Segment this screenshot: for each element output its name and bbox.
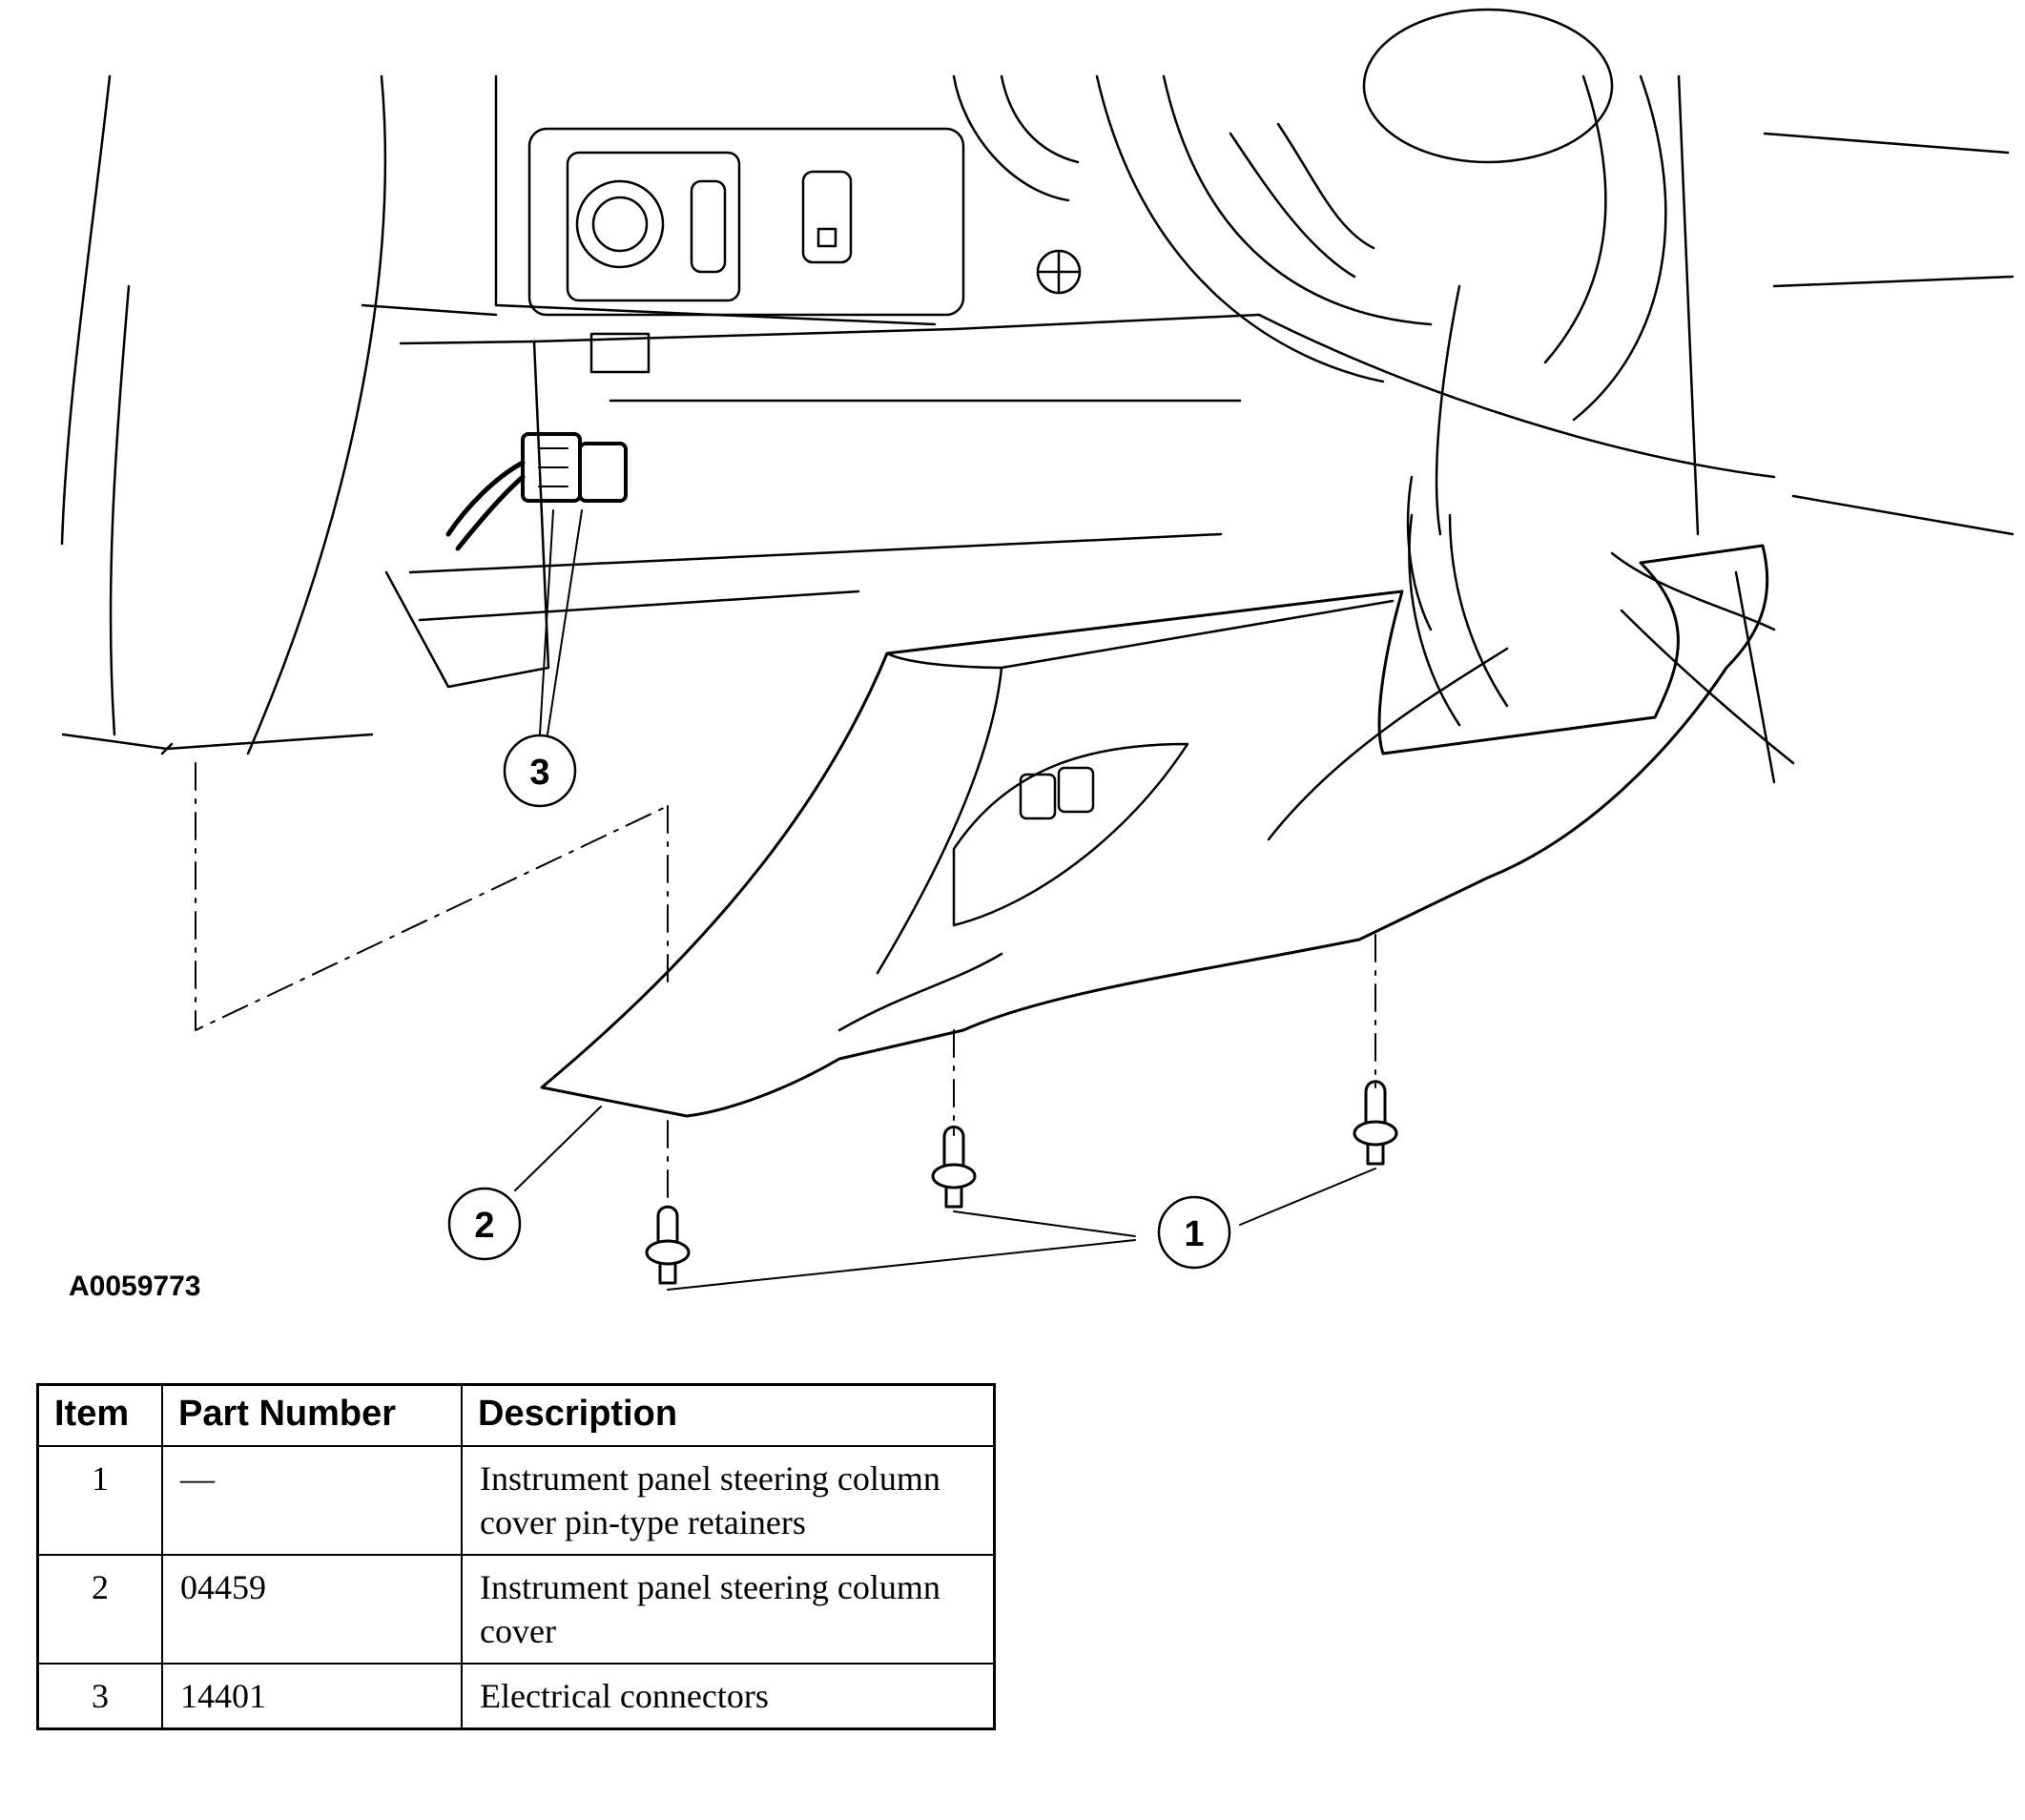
table-header-row: Item Part Number Description: [36, 1383, 996, 1447]
door-panel-outline: [60, 74, 387, 755]
electrical-connectors: [445, 432, 628, 551]
pin-retainer: [931, 1126, 977, 1209]
callout-1: 1: [1157, 1195, 1231, 1270]
header-description: Description: [461, 1383, 996, 1447]
row-description: Instrument panel steering column cover: [461, 1554, 996, 1665]
dashboard-outline: [361, 74, 2015, 689]
callout-3-label: 3: [529, 753, 549, 793]
figure-id: A0059773: [69, 1271, 201, 1302]
pin-retainer: [1353, 1080, 1398, 1166]
header-part-number: Part Number: [161, 1383, 463, 1447]
headlamp-switch-module: [527, 127, 965, 374]
table-row: 2 04459 Instrument panel steering column…: [36, 1554, 996, 1665]
header-item: Item: [36, 1383, 163, 1447]
row-item: 1: [36, 1445, 163, 1556]
callout-3: 3: [503, 734, 577, 808]
lower-column-support: [1408, 513, 1795, 784]
parts-table: Item Part Number Description 1 — Instrum…: [36, 1383, 996, 1730]
alignment-lines: [195, 762, 1376, 1203]
row-description: Instrument panel steering column cover p…: [461, 1445, 996, 1556]
row-part-number: 14401: [161, 1663, 463, 1730]
row-part-number: 04459: [161, 1554, 463, 1665]
steering-column-cover: [540, 544, 1769, 1118]
callout-1-label: 1: [1184, 1214, 1204, 1254]
row-item: 3: [36, 1663, 163, 1730]
table-row: 3 14401 Electrical connectors: [36, 1663, 996, 1730]
row-part-number: —: [161, 1445, 463, 1556]
callout-2: 2: [447, 1187, 522, 1261]
callout-2-label: 2: [474, 1206, 494, 1246]
table-row: 1 — Instrument panel steering column cov…: [36, 1445, 996, 1556]
steering-wheel: [952, 8, 1667, 631]
exploded-view-illustration: 3 2 1: [60, 8, 2015, 1291]
pin-retainer: [645, 1205, 691, 1285]
row-item: 2: [36, 1554, 163, 1665]
row-description: Electrical connectors: [461, 1663, 996, 1730]
leader-lines: [514, 509, 1376, 1291]
